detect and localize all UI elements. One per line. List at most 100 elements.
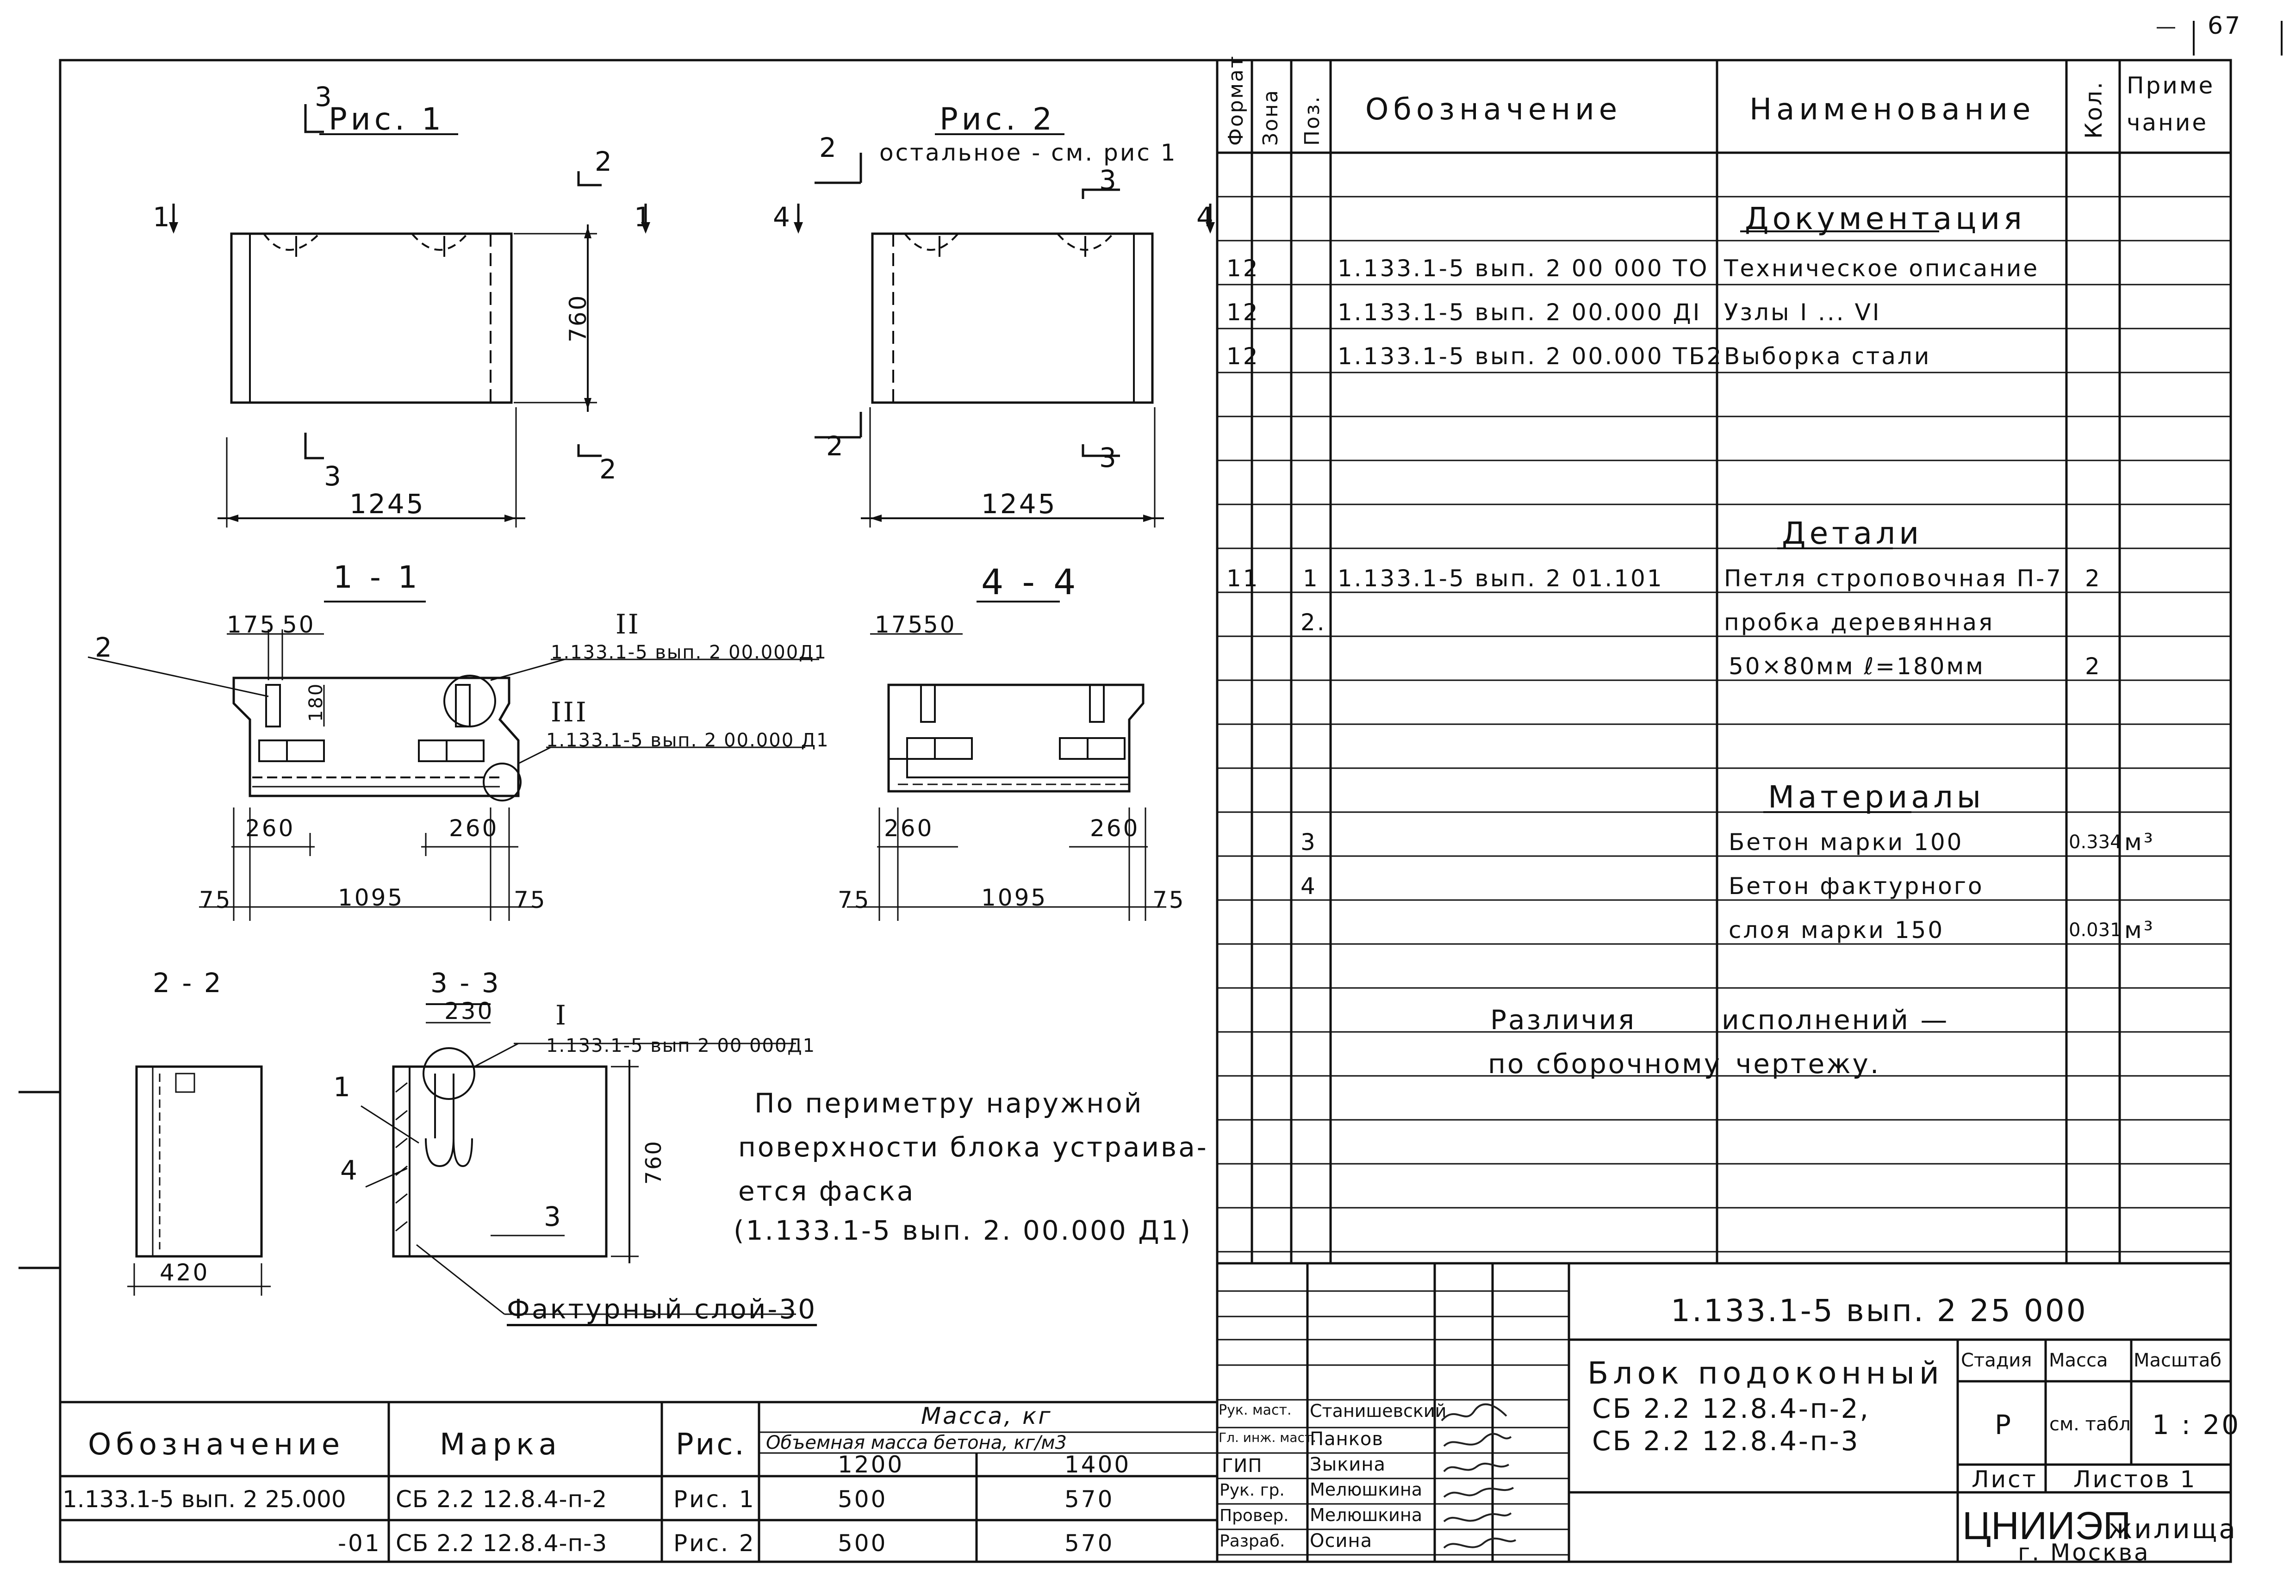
fig1-cut-3-top: 3 [315, 81, 334, 112]
spec-row-pos: 1 [1303, 565, 1319, 592]
fig2-cut-3-bottom: 3 [1099, 442, 1118, 473]
spec-h-designation: Обозначение [1365, 93, 1622, 127]
tb-role: Гл. инж. маст. [1219, 1430, 1317, 1445]
fig2-cut-4-left: 4 [773, 201, 792, 233]
mass-row-designation: -01 [338, 1530, 381, 1557]
sec33-dim-760: 760 [641, 1140, 666, 1185]
title-block-code: 1.133.1-5 вып. 2 25 000 [1671, 1293, 2088, 1329]
tb-role: Рук. гр. [1220, 1481, 1285, 1500]
spec-row-qty: 2 [2085, 653, 2102, 680]
section-2-2 [127, 1065, 271, 1296]
spec-row-name: Узлы I ... VI [1724, 299, 1881, 326]
spec-row-pos: 4 [1300, 873, 1317, 900]
tb-sheets: Листов 1 [2073, 1466, 2197, 1493]
fig2-title: Рис. 2 [940, 101, 1056, 137]
sec33-dim-230: 230 [444, 998, 494, 1025]
tb-h-mass: Масса [2049, 1350, 2108, 1371]
tb-person: Зыкина [1310, 1454, 1386, 1475]
spec-h-qty: Кол. [2080, 81, 2107, 139]
mass-row-mark: СБ 2.2 12.8.4-п-2 [396, 1486, 608, 1513]
signatures [1441, 1403, 1517, 1549]
mass-h-1400: 1400 [1064, 1451, 1131, 1478]
sec44-dim-50: 50 [923, 611, 957, 638]
sec44-dim-75-right: 75 [1152, 887, 1186, 913]
tb-role: ГИП [1222, 1455, 1263, 1477]
spec-row-qty: 0.334 [2069, 832, 2122, 853]
note-line-2: поверхности блока устраива- [738, 1131, 1208, 1163]
sec33-label-4: 4 [340, 1155, 359, 1186]
spec-h-note-2: чание [2127, 109, 2209, 136]
spec-h-format: Формат [1224, 55, 1248, 146]
fig2-cut-2-bottom: 2 [826, 430, 845, 462]
mass-h-density: Объемная масса бетона, кг/м3 [766, 1432, 1067, 1453]
spec-row-format: 11 [1226, 565, 1260, 592]
fig1-cut-3-bottom: 3 [324, 460, 343, 492]
sec11-callout-2: 2 [95, 632, 114, 663]
spec-row-pos: 2. [1300, 609, 1326, 636]
tb-h-stage: Стадия [1961, 1350, 2032, 1371]
spec-row-qty: 2 [2085, 565, 2102, 592]
title-block-grid [1216, 1262, 2231, 1562]
sheet-number: 67 [2208, 12, 2242, 40]
sec11-callout-III-ref: 1.133.1-5 вып. 2 00.000 Д1 [546, 730, 829, 751]
sec44-dim-260-right: 260 [1090, 815, 1140, 842]
section-4-4 [847, 601, 1166, 921]
tb-scale: 1 : 20 [2152, 1409, 2241, 1441]
sec11-callout-II-ref: 1.133.1-5 вып. 2 00.000Д1 [551, 642, 827, 663]
spec-row-name: Петля строповочная П-7 [1724, 565, 2063, 592]
note-line-4: (1.133.1-5 вып. 2. 00.000 Д1) [734, 1215, 1193, 1246]
sec11-dim-75-left: 75 [199, 887, 232, 913]
mass-row-1400: 570 [1064, 1530, 1114, 1557]
diff-note-2a: по сборочному [1488, 1048, 1722, 1080]
mass-h-mass: Масса, кг [921, 1403, 1052, 1429]
sec44-dim-75-left: 75 [838, 887, 871, 913]
spec-row-name: Техническое описание [1724, 255, 2040, 282]
mass-row-fig: Рис. 2 [673, 1530, 756, 1557]
section-4-4-title: 4 - 4 [981, 561, 1080, 602]
tb-org-city: г. Москва [2018, 1539, 2150, 1566]
spec-row-name: Бетон марки 100 [1729, 829, 1964, 856]
fig1-width: 1245 [349, 488, 425, 520]
tb-org-name-2: жилища [2108, 1513, 2237, 1545]
facing-hatch [395, 1082, 408, 1232]
section-1-1-title: 1 - 1 [333, 559, 421, 595]
spec-row-format: 12 [1226, 343, 1260, 370]
tb-person: Мелюшкина [1310, 1505, 1422, 1525]
spec-row-designation: 1.133.1-5 вып. 2 00.000 ТБ2 [1338, 343, 1724, 370]
spec-row-name: Бетон фактурного [1729, 873, 1984, 900]
mass-table-grid [60, 1401, 1217, 1562]
title-block-title-3: СБ 2.2 12.8.4-п-3 [1592, 1425, 1860, 1457]
sec11-dim-260-right: 260 [449, 815, 499, 842]
tb-role: Рук. маст. [1219, 1402, 1292, 1418]
sec11-dim-75-right: 75 [514, 887, 547, 913]
sec44-dim-260-left: 260 [884, 815, 934, 842]
tb-person: Осина [1310, 1530, 1373, 1552]
spec-table-grid [1216, 60, 2232, 1263]
mass-h-fig: Рис. [676, 1428, 746, 1462]
mass-h-designation: Обозначение [88, 1428, 345, 1462]
sec44-dim-175: 175 [875, 611, 925, 638]
mass-row-fig: Рис. 1 [673, 1486, 756, 1513]
spec-section-details: Детали [1782, 515, 1923, 551]
tb-stage: Р [1995, 1409, 2013, 1441]
title-block-title-1: Блок подоконный [1587, 1355, 1944, 1391]
tb-mass: см. табл [2049, 1414, 2131, 1435]
fig1-title: Рис. 1 [329, 101, 445, 137]
sec11-dim-1095: 1095 [338, 884, 404, 911]
sec11-callout-II: II [616, 609, 641, 640]
sec11-dim-260-left: 260 [245, 815, 295, 842]
diff-note-2b: чертежу. [1736, 1048, 1881, 1080]
spec-h-name: Наименование [1749, 93, 2035, 127]
tb-person: Станишевский [1310, 1401, 1447, 1421]
fig1-height: 760 [565, 294, 591, 342]
fig1-cut-1-left: 1 [153, 201, 172, 233]
section-1-1 [87, 601, 819, 921]
fig2-cut-4-right: 4 [1196, 201, 1215, 233]
sec33-label-1: 1 [333, 1071, 352, 1103]
sec44-dim-1095: 1095 [981, 884, 1048, 911]
tb-h-scale: Масштаб [2134, 1350, 2222, 1371]
diff-note-1b: исполнений — [1722, 1004, 1949, 1036]
sec11-callout-III: III [551, 696, 588, 728]
fig2-cut-2-top: 2 [819, 132, 838, 163]
